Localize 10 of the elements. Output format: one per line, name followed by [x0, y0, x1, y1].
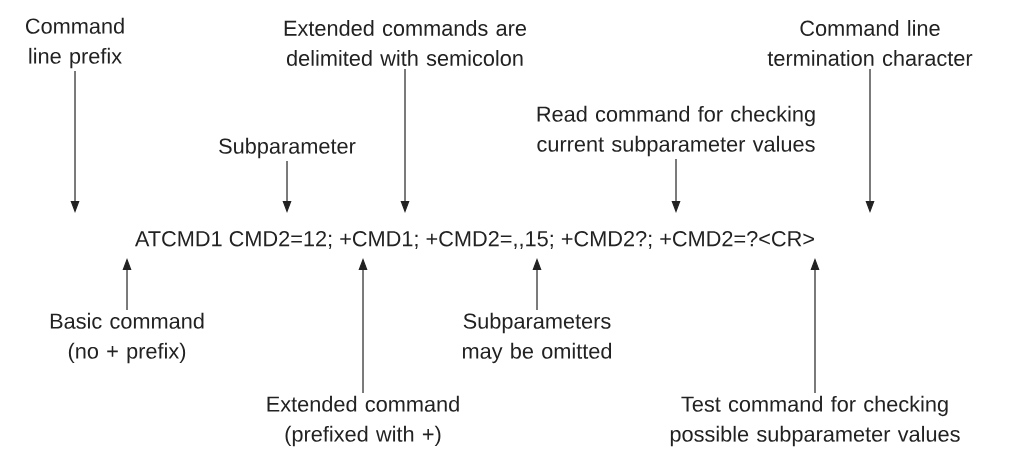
callout-text: Subparameter [219, 137, 356, 159]
callout-text: Basic command (no + prefix) [50, 312, 204, 364]
callout-text: Extended commands are delimited with semicolon [284, 20, 526, 66]
command-line-text: ATCMD1 CMD2=12; +CMD1; +CMD2=,,15; +CMD2?; +CMD2=?<CR> [134, 231, 814, 249]
callout-text: Read command for checking current subparameter values [537, 105, 815, 157]
callout-text: Command line prefix [26, 17, 124, 69]
callout-text: Extended command (prefixed with +) [267, 395, 459, 447]
callout-text: Subparameters may be omitted [462, 312, 612, 364]
callout-text: Command line termination character [767, 20, 973, 66]
callout-text: Test command for checking possible subparameter values [670, 395, 960, 447]
